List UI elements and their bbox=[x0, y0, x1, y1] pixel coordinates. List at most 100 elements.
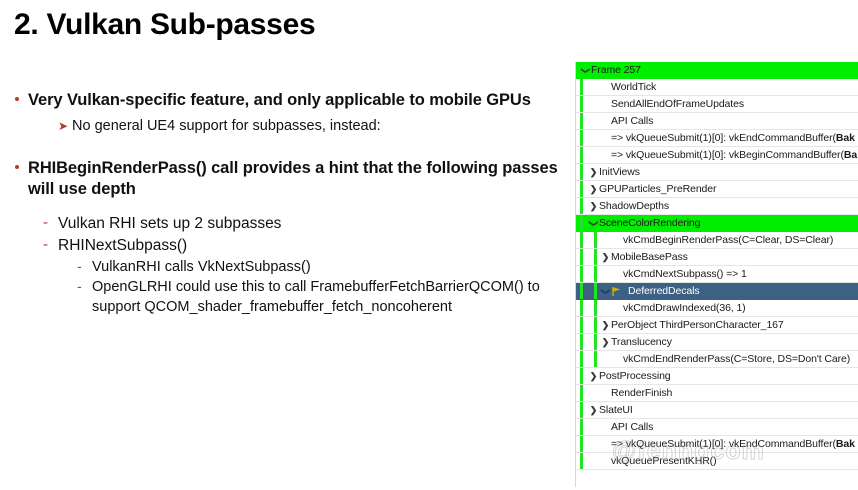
tree-row-label: SceneColorRendering bbox=[599, 217, 701, 229]
bullet-text: RHINextSubpass() bbox=[58, 237, 188, 254]
tree-row-label: PostProcessing bbox=[599, 370, 671, 382]
tree-row-label: ShadowDepths bbox=[599, 200, 670, 212]
tree-depth-guide bbox=[580, 181, 583, 197]
tree-row[interactable]: ❯vkCmdEndRenderPass(C=Store, DS=Don't Ca… bbox=[576, 351, 858, 368]
tree-depth-guide bbox=[580, 198, 583, 214]
chevron-placeholder-icon: ❯ bbox=[600, 113, 611, 129]
chevron-down-icon[interactable]: ❯ bbox=[581, 66, 591, 75]
tree-row[interactable]: ❯=> vkQueueSubmit(1)[0]: vkEndCommandBuf… bbox=[576, 130, 858, 147]
tree-depth-guide bbox=[580, 266, 583, 282]
chevron-down-icon[interactable]: ❯ bbox=[589, 219, 599, 228]
tree-row[interactable]: ❯MobileBasePass bbox=[576, 249, 858, 266]
tree-depth-guide bbox=[580, 215, 583, 231]
tree-row[interactable]: ❯ShadowDepths bbox=[576, 198, 858, 215]
tree-row-label: => vkQueueSubmit(1)[0]: vkEndCommandBuff… bbox=[611, 132, 855, 144]
chevron-placeholder-icon: ❯ bbox=[600, 385, 611, 401]
chevron-placeholder-icon: ❯ bbox=[612, 351, 623, 367]
bullet-text: Vulkan RHI sets up 2 subpasses bbox=[58, 215, 282, 232]
arrow-bullet-icon: ➤ bbox=[58, 119, 69, 133]
dash-bullet-icon: - bbox=[43, 236, 48, 253]
slide-body: Very Vulkan-specific feature, and only a… bbox=[14, 90, 569, 317]
tree-row[interactable]: ❯PerObject ThirdPersonCharacter_167 bbox=[576, 317, 858, 334]
tree-row[interactable]: ❯=> vkQueueSubmit(1)[0]: vkEndCommandBuf… bbox=[576, 436, 858, 453]
spacer bbox=[14, 136, 569, 158]
bullet-level3: - RHINextSubpass() bbox=[14, 235, 569, 257]
bullet-level4: - VulkanRHI calls VkNextSubpass() bbox=[14, 257, 569, 277]
tree-row-label: Translucency bbox=[611, 336, 672, 348]
tree-row-label: WorldTick bbox=[611, 81, 657, 93]
chevron-right-icon[interactable]: ❯ bbox=[589, 405, 598, 415]
chevron-right-icon[interactable]: ❯ bbox=[589, 371, 598, 381]
tree-row-label: => vkQueueSubmit(1)[0]: vkBeginCommandBu… bbox=[611, 149, 858, 161]
tree-row-label: RenderFinish bbox=[611, 387, 673, 399]
tree-row[interactable]: ❯DeferredDecals bbox=[576, 283, 858, 300]
tree-row[interactable]: ❯Translucency bbox=[576, 334, 858, 351]
chevron-placeholder-icon: ❯ bbox=[612, 266, 623, 282]
chevron-placeholder-icon: ❯ bbox=[600, 96, 611, 112]
tree-depth-guide bbox=[580, 419, 583, 435]
tree-row[interactable]: ❯PostProcessing bbox=[576, 368, 858, 385]
tree-row[interactable]: ❯SendAllEndOfFrameUpdates bbox=[576, 96, 858, 113]
gpu-capture-event-tree[interactable]: ❯Frame 257❯WorldTick❯SendAllEndOfFrameUp… bbox=[575, 62, 858, 487]
tree-row[interactable]: ❯RenderFinish bbox=[576, 385, 858, 402]
chevron-right-icon[interactable]: ❯ bbox=[589, 167, 598, 177]
bullet-level2: ➤ No general UE4 support for subpasses, … bbox=[14, 117, 569, 136]
tree-row-label: API Calls bbox=[611, 115, 654, 127]
tree-row[interactable]: ❯Frame 257 bbox=[576, 62, 858, 79]
tree-depth-guide bbox=[580, 113, 583, 129]
tree-row-label-emphasis: Bak bbox=[835, 132, 855, 144]
tree-depth-guide bbox=[594, 351, 597, 367]
tree-row-label: => vkQueueSubmit(1)[0]: vkEndCommandBuff… bbox=[611, 438, 855, 450]
tree-depth-guide bbox=[580, 164, 583, 180]
bullet-level3: - Vulkan RHI sets up 2 subpasses bbox=[14, 213, 569, 235]
tree-row-label: InitViews bbox=[599, 166, 640, 178]
tree-depth-guide bbox=[580, 232, 583, 248]
tree-depth-guide bbox=[580, 283, 583, 299]
chevron-right-icon[interactable]: ❯ bbox=[589, 201, 598, 211]
tree-row-label: API Calls bbox=[611, 421, 654, 433]
tree-row[interactable]: ❯WorldTick bbox=[576, 79, 858, 96]
tree-depth-guide bbox=[580, 300, 583, 316]
tree-row-label: vkCmdNextSubpass() => 1 bbox=[623, 268, 747, 280]
tree-row-label: vkCmdEndRenderPass(C=Store, DS=Don't Car… bbox=[623, 353, 851, 365]
page-title: 2. Vulkan Sub-passes bbox=[14, 8, 316, 41]
tree-depth-guide bbox=[594, 317, 597, 333]
tree-depth-guide bbox=[594, 266, 597, 282]
tree-row[interactable]: ❯vkQueuePresentKHR() bbox=[576, 453, 858, 470]
tree-depth-guide bbox=[580, 402, 583, 418]
tree-row-label: vkQueuePresentKHR() bbox=[611, 455, 717, 467]
bullet-text: Very Vulkan-specific feature, and only a… bbox=[28, 91, 531, 109]
tree-row[interactable]: ❯vkCmdDrawIndexed(36, 1) bbox=[576, 300, 858, 317]
tree-row[interactable]: ❯API Calls bbox=[576, 419, 858, 436]
dash-bullet-icon: - bbox=[43, 214, 48, 231]
bullet-dot-icon bbox=[15, 165, 19, 169]
tree-row[interactable]: ❯API Calls bbox=[576, 113, 858, 130]
tree-row[interactable]: ❯GPUParticles_PreRender bbox=[576, 181, 858, 198]
bullet-level1: RHIBeginRenderPass() call provides a hin… bbox=[14, 158, 569, 200]
tree-depth-guide bbox=[580, 79, 583, 95]
tree-row[interactable]: ❯=> vkQueueSubmit(1)[0]: vkBeginCommandB… bbox=[576, 147, 858, 164]
bullet-level4: - OpenGLRHI could use this to call Frame… bbox=[14, 277, 569, 317]
tree-row[interactable]: ❯SceneColorRendering bbox=[576, 215, 858, 232]
tree-row-label-emphasis: Bak bbox=[835, 438, 855, 450]
tree-row-label: vkCmdBeginRenderPass(C=Clear, DS=Clear) bbox=[623, 234, 834, 246]
dash-bullet-icon: - bbox=[77, 278, 82, 294]
tree-row[interactable]: ❯SlateUI bbox=[576, 402, 858, 419]
bullet-dot-icon bbox=[15, 97, 19, 101]
chevron-right-icon[interactable]: ❯ bbox=[589, 184, 598, 194]
flag-icon bbox=[611, 286, 622, 297]
tree-depth-guide bbox=[580, 351, 583, 367]
tree-row[interactable]: ❯vkCmdBeginRenderPass(C=Clear, DS=Clear) bbox=[576, 232, 858, 249]
tree-depth-guide bbox=[580, 96, 583, 112]
bullet-text: RHIBeginRenderPass() call provides a hin… bbox=[28, 159, 558, 198]
tree-row[interactable]: ❯InitViews bbox=[576, 164, 858, 181]
chevron-placeholder-icon: ❯ bbox=[612, 232, 623, 248]
tree-row[interactable]: ❯vkCmdNextSubpass() => 1 bbox=[576, 266, 858, 283]
chevron-right-icon[interactable]: ❯ bbox=[601, 337, 610, 347]
tree-depth-guide bbox=[594, 300, 597, 316]
chevron-right-icon[interactable]: ❯ bbox=[601, 252, 610, 262]
tree-depth-guide bbox=[580, 249, 583, 265]
chevron-right-icon[interactable]: ❯ bbox=[601, 320, 610, 330]
tree-depth-guide bbox=[580, 385, 583, 401]
slide-canvas: 2. Vulkan Sub-passes Very Vulkan-specifi… bbox=[14, 8, 569, 317]
